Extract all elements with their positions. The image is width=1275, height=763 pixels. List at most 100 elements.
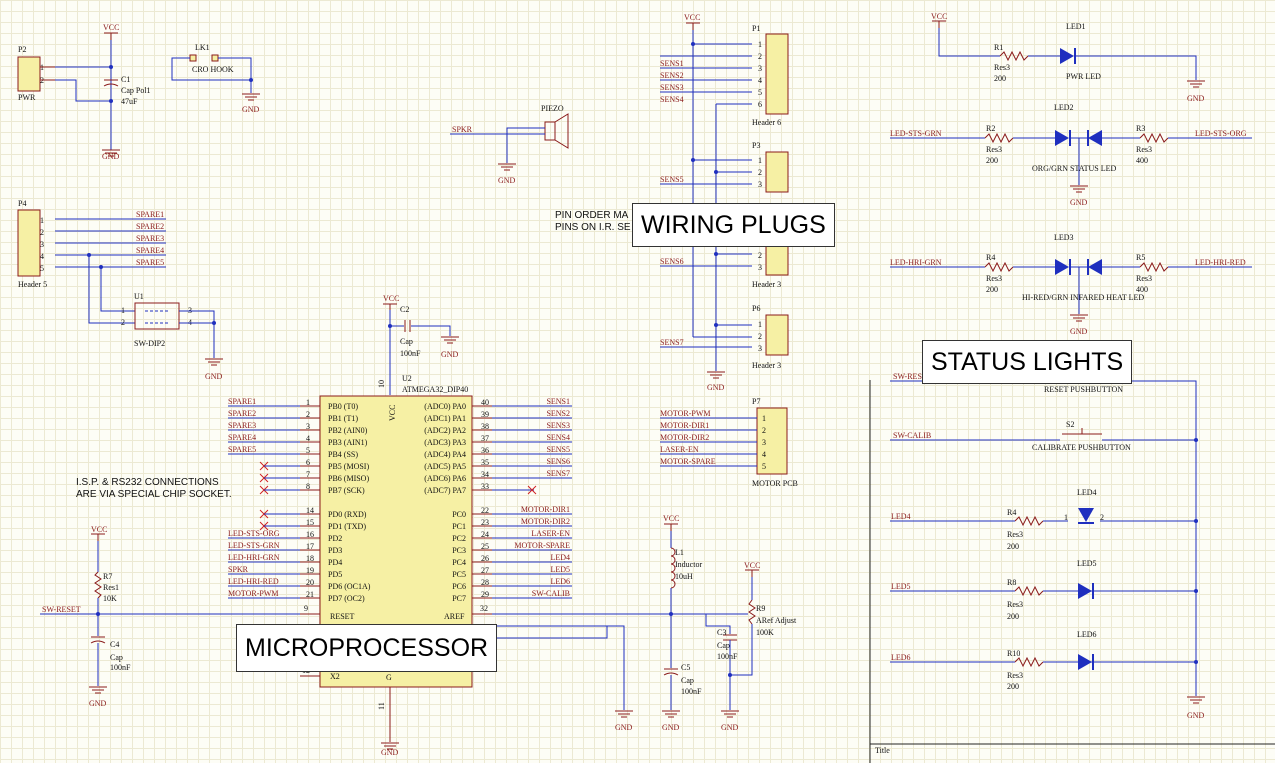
svg-text:Cap: Cap [110, 653, 123, 662]
u2-left-pin-name: PD1 (TXD) [328, 522, 366, 531]
svg-text:VCC: VCC [663, 514, 679, 523]
svg-text:2: 2 [758, 168, 762, 177]
svg-text:Cap: Cap [681, 676, 694, 685]
svg-text:Header 5: Header 5 [18, 280, 47, 289]
svg-text:R7: R7 [103, 572, 112, 581]
u2-left-pin-name: PD7 (OC2) [328, 594, 365, 603]
svg-text:CALIBRATE PUSHBUTTON: CALIBRATE PUSHBUTTON [1032, 443, 1131, 452]
svg-text:VCC: VCC [383, 294, 399, 303]
svg-text:Res3: Res3 [1136, 145, 1152, 154]
u2-left-net-label: SPARE1 [228, 397, 256, 406]
svg-text:GND: GND [102, 152, 120, 161]
svg-text:5: 5 [40, 264, 44, 273]
u2-right-net-label: LED4 [550, 553, 570, 562]
svg-text:U2: U2 [402, 374, 412, 383]
svg-text:1: 1 [1064, 513, 1068, 522]
svg-text:2: 2 [758, 332, 762, 341]
u2-right-pin-num: 37 [481, 434, 489, 443]
svg-text:ATMEGA32_DIP40: ATMEGA32_DIP40 [402, 385, 468, 394]
svg-text:5: 5 [762, 462, 766, 471]
u2-left-pin-name: PB3 (AIN1) [328, 438, 368, 447]
svg-text:1: 1 [758, 320, 762, 329]
no-connect-mark [527, 485, 537, 495]
u2-right-net-label: MOTOR-SPARE [514, 541, 570, 550]
u2-right-pin-num: 26 [481, 554, 489, 563]
svg-text:R4: R4 [986, 253, 995, 262]
led6-group: LED6 LED6 R10 Res3 200 GND [890, 630, 1205, 720]
svg-text:1: 1 [758, 40, 762, 49]
svg-text:SENS3: SENS3 [660, 83, 684, 92]
svg-text:LK1: LK1 [195, 43, 210, 52]
svg-text:GND: GND [721, 723, 739, 732]
svg-text:VCC: VCC [388, 405, 397, 421]
svg-text:RESET PUSHBUTTON: RESET PUSHBUTTON [1044, 385, 1123, 394]
svg-text:RESET: RESET [330, 612, 355, 621]
svg-text:9: 9 [304, 604, 308, 613]
svg-text:X2: X2 [330, 672, 340, 681]
svg-text:SPARE1: SPARE1 [136, 210, 164, 219]
svg-text:Inductor: Inductor [675, 560, 702, 569]
u2-right-pin-name: (ADC7) PA7 [424, 486, 466, 495]
svg-text:LED-STS-GRN: LED-STS-GRN [890, 129, 942, 138]
u2-left-net-label: SPARE2 [228, 409, 256, 418]
aref-network: GND VCC L1 Inductor 10uH C5 Cap 100nF GN… [492, 514, 797, 732]
callout-microprocessor: MICROPROCESSOR [236, 624, 498, 672]
u2-left-pin-num: 3 [306, 422, 310, 431]
p4-header: P4 1 2 3 4 5 Header 5 SPARE1 SPARE2 SPAR… [17, 199, 166, 324]
u2-left-pin-num: 8 [306, 482, 310, 491]
svg-text:SPARE4: SPARE4 [136, 246, 164, 255]
svg-text:C3: C3 [717, 628, 726, 637]
svg-text:GND: GND [498, 176, 516, 185]
callout-wiring-plugs: WIRING PLUGS [632, 203, 835, 247]
u2-right-pin-num: 36 [481, 446, 489, 455]
u2-left-pin-num: 1 [306, 398, 310, 407]
svg-text:GND: GND [1070, 327, 1088, 336]
svg-text:VCC: VCC [103, 23, 119, 32]
u2-left-pin-num: 18 [306, 554, 314, 563]
svg-text:Header 3: Header 3 [752, 280, 781, 289]
svg-text:LED6: LED6 [1077, 630, 1097, 639]
u2-right-net-label: LED6 [550, 577, 570, 586]
pushbuttons: SW-RESET RESET PUSHBUTTON SW-CALIB S2 CA… [890, 372, 1198, 696]
svg-text:GND: GND [441, 350, 459, 359]
u2-right-pin-num: 35 [481, 458, 489, 467]
u2-right-net-label: SENS1 [546, 397, 570, 406]
u2-left-pin-name: PB5 (MOSI) [328, 462, 369, 471]
u2-left-net-label: SPKR [228, 565, 249, 574]
u2-right-pin-name: PC2 [452, 534, 466, 543]
svg-text:PIEZO: PIEZO [541, 104, 564, 113]
svg-text:VCC: VCC [744, 561, 760, 570]
svg-text:2: 2 [121, 318, 125, 327]
u2-right-net-label: SENS3 [546, 421, 570, 430]
svg-text:2: 2 [40, 228, 44, 237]
svg-text:C4: C4 [110, 640, 119, 649]
svg-text:GND: GND [1070, 198, 1088, 207]
svg-text:200: 200 [1007, 542, 1019, 551]
svg-text:LED4: LED4 [891, 512, 911, 521]
svg-text:LED2: LED2 [1054, 103, 1074, 112]
svg-text:SENS7: SENS7 [660, 338, 684, 347]
svg-text:R1: R1 [994, 43, 1003, 52]
u2-right-pin-name: (ADC4) PA4 [424, 450, 466, 459]
svg-text:MOTOR PCB: MOTOR PCB [752, 479, 798, 488]
pin-order-note-2: PINS ON I.R. SE [555, 222, 631, 233]
svg-text:3: 3 [758, 344, 762, 353]
u2-right-pin-name: (ADC2) PA2 [424, 426, 466, 435]
svg-text:SENS1: SENS1 [660, 59, 684, 68]
u2-right-pin-num: 29 [481, 590, 489, 599]
svg-text:MOTOR-SPARE: MOTOR-SPARE [660, 457, 716, 466]
u2-right-pin-name: PC4 [452, 558, 466, 567]
svg-text:100nF: 100nF [110, 663, 131, 672]
svg-text:32: 32 [480, 604, 488, 613]
svg-text:R3: R3 [1136, 124, 1145, 133]
u2-left-pin-num: 14 [306, 506, 314, 515]
c1-capacitor: C1 Cap Pol1 47uF [103, 75, 151, 106]
u2-right-pin-name: PC5 [452, 570, 466, 579]
svg-text:Cap Pol1: Cap Pol1 [121, 86, 151, 95]
svg-text:100nF: 100nF [400, 349, 421, 358]
svg-text:AREF: AREF [444, 612, 465, 621]
svg-text:HI-RED/GRN INFARED HEAT LED: HI-RED/GRN INFARED HEAT LED [1022, 293, 1144, 302]
svg-text:3: 3 [40, 240, 44, 249]
u2-right-pin-name: PC1 [452, 522, 466, 531]
